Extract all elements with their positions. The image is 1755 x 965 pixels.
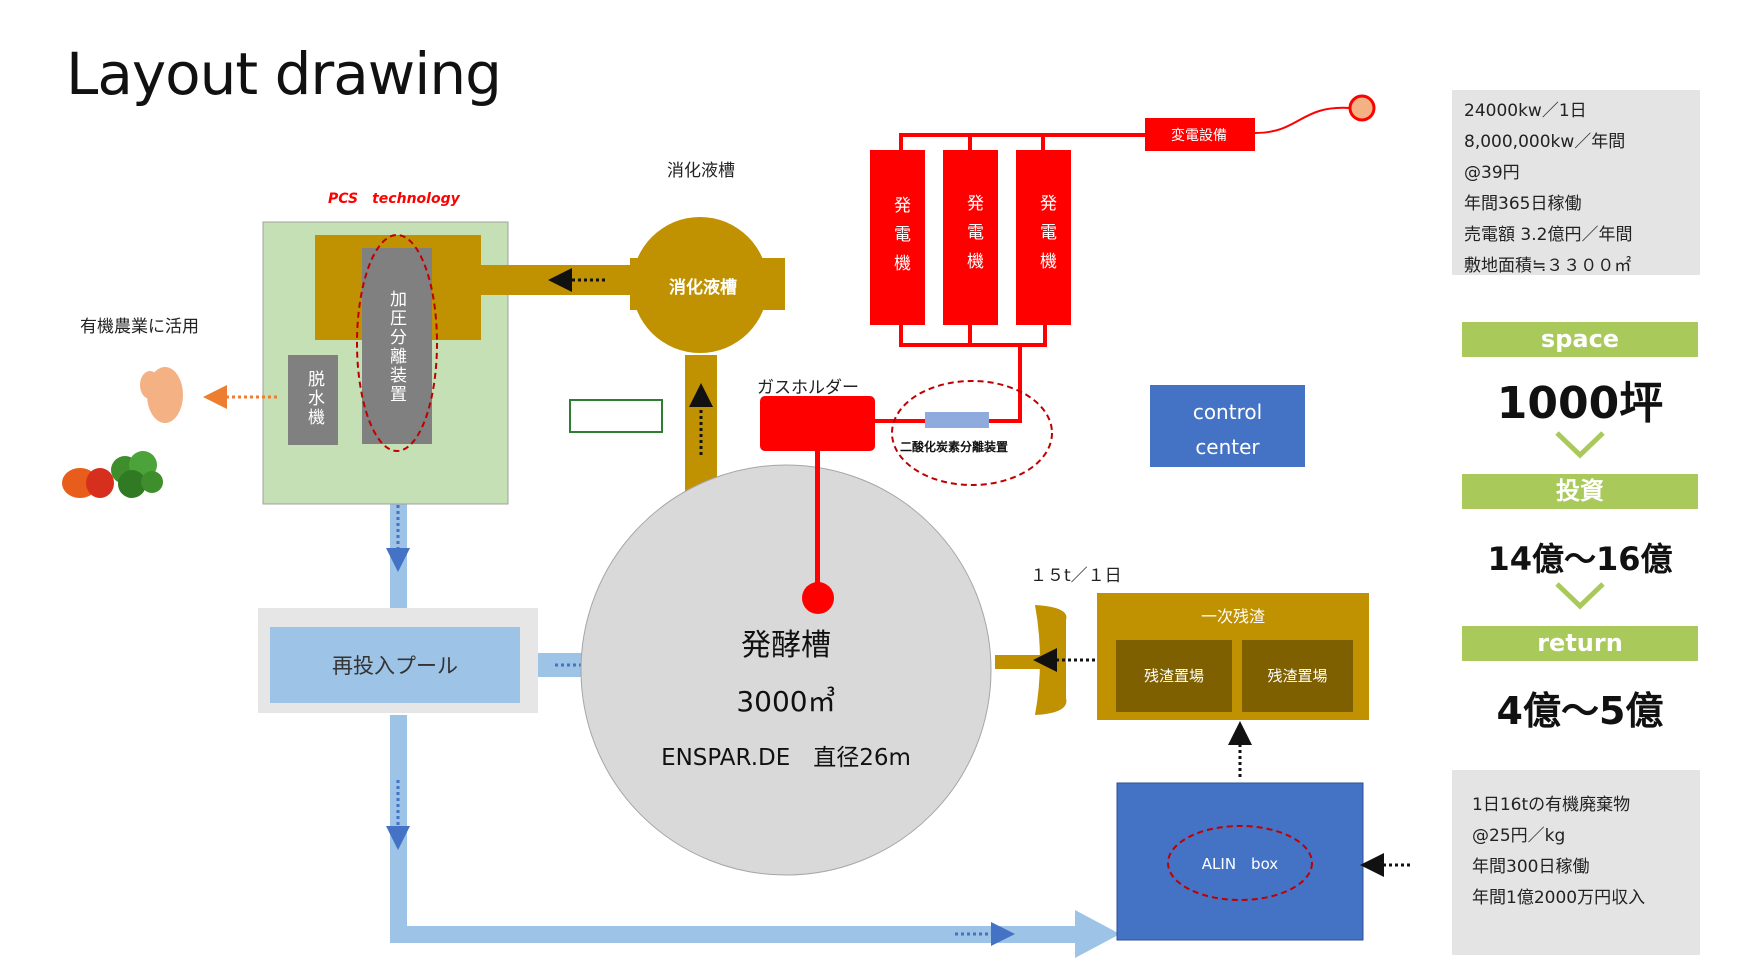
residue-yard-1: 残渣置場 [1143,667,1204,685]
residue-yard-2: 残渣置場 [1267,667,1328,685]
chevron-down-icon [1555,431,1605,459]
organic-farming-label: 有機農業に活用 [80,317,199,337]
alin-highlight [1167,825,1313,901]
empty-frame [569,399,663,433]
return-value: 4億～5億 [1496,689,1664,733]
space-band: space [1462,322,1698,357]
digester-tank [632,217,768,353]
control-center-label: control center [1150,395,1305,465]
power-info-line: @39円 [1464,163,1520,183]
waste-info-line: 年間300日稼働 [1472,857,1590,877]
control-center-box [1150,385,1305,467]
separator-highlight [356,234,438,452]
reinput-pool-label: 再投入プール [332,654,458,678]
fermentation-tank-spec: ENSPAR.DE 直径26m [661,745,911,771]
co2-separator-highlight [891,380,1053,486]
alin-box [1116,782,1364,941]
power-info-line: 敷地面積≒３３００㎡ [1464,256,1632,276]
grid-connection-icon [1348,94,1376,122]
power-info-line: 年間365日稼働 [1464,194,1582,214]
separator-label: 加圧分離装置 [386,290,406,404]
generator-2-label: 発電機 [963,194,983,281]
waste-info-line: 1日16tの有機廃棄物 [1472,795,1631,815]
pcs-technology-label: PCS technology [328,191,460,207]
fermentation-tank [580,464,992,876]
waste-info-line: 年間1億2000万円収入 [1472,888,1646,908]
dewater-label: 脱水機 [304,370,324,427]
control-center-line2: center [1195,435,1260,459]
waste-info-line: @25円／kg [1472,826,1566,846]
vegetables-icon [62,367,183,498]
gas-holder-label: ガスホルダー [757,378,859,398]
generator-group [870,94,1376,347]
co2-separator-label: 二酸化炭素分離装置 [900,440,1009,454]
investment-band: 投資 [1462,474,1698,509]
alin-box-label: ALIN box [1201,855,1279,873]
power-info-box: 24000kw／1日 8,000,000kw／年間 @39円 年間365日稼働 … [1452,90,1700,276]
space-value: 1000坪 [1496,378,1664,429]
investment-value: 14億～16億 [1487,540,1673,578]
substation-label: 変電設備 [1171,128,1227,144]
return-band: return [1462,626,1698,661]
power-info-line: 24000kw／1日 [1464,101,1587,121]
fermentation-tank-volume: 3000㎥ [736,685,836,718]
gas-holder [760,396,875,451]
fermentation-tank-name: 発酵槽 [741,628,831,663]
power-info-line: 売電額 3.2億円／年間 [1464,225,1633,245]
generator-3-label: 発電機 [1036,194,1056,281]
residue-rate-label: １５t／１日 [1030,566,1122,586]
reinput-pool [270,627,520,703]
chevron-down-icon [1555,582,1605,610]
page-title: Layout drawing [66,40,502,108]
digester-tank-caption: 消化液槽 [667,161,735,181]
generator-1-label: 発電機 [890,196,910,283]
digester-tank-label: 消化液槽 [669,278,737,298]
power-info-line: 8,000,000kw／年間 [1464,132,1626,152]
waste-info-box: 1日16tの有機廃棄物 @25円／kg 年間300日稼働 年間1億2000万円収… [1452,770,1700,955]
control-center-line1: control [1192,400,1263,424]
primary-residue-title: 一次残渣 [1200,607,1265,626]
